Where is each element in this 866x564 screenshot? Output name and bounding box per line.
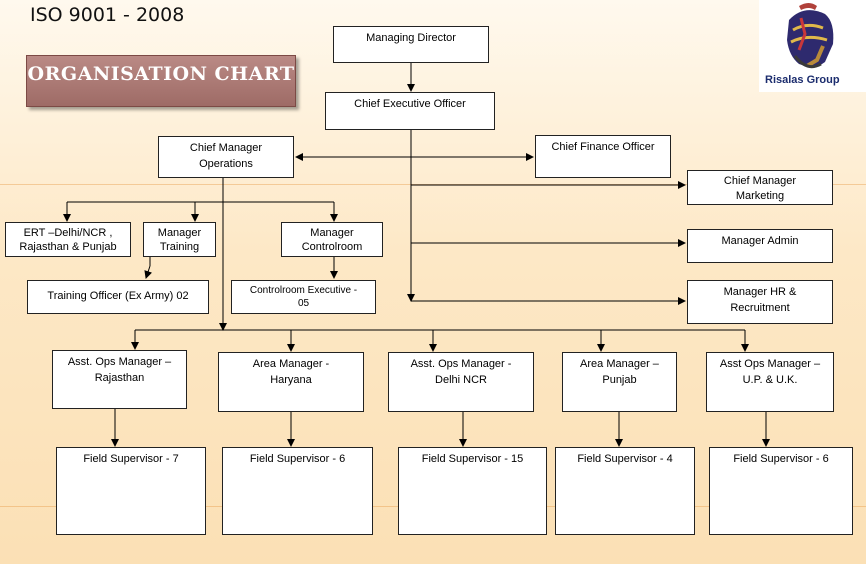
node-manager-hr: Manager HR & Recruitment	[687, 280, 833, 324]
node-label: Field Supervisor - 7	[83, 453, 179, 465]
node-managing-director: Managing Director	[333, 26, 489, 63]
node-label: Field Supervisor - 4	[577, 453, 673, 465]
node-label: Field Supervisor - 6	[249, 453, 346, 465]
node-label: Manager Controlroom	[301, 227, 363, 253]
node-ert: ERT –Delhi/NCR , Rajasthan & Punjab	[5, 222, 131, 257]
company-logo: Risalas Group	[759, 0, 866, 92]
node-manager-training: Manager Training	[143, 222, 216, 257]
node-manager-controlroom: Manager Controlroom	[281, 222, 383, 257]
helmet-logo-icon	[787, 3, 834, 69]
node-label: Manager HR & Recruitment	[723, 286, 797, 314]
iso-label: ISO 9001 - 2008	[30, 4, 185, 26]
node-controlroom-executive: Controlroom Executive - 05	[231, 280, 376, 314]
node-label: Managing Director	[366, 32, 456, 44]
node-label: Area Manager – Punjab	[580, 358, 659, 386]
node-area-manager-haryana: Area Manager - Haryana	[218, 352, 364, 412]
logo-brand-text: Risalas Group	[765, 74, 840, 86]
node-field-supervisor-delhi: Field Supervisor - 15	[398, 447, 547, 535]
node-label: Field Supervisor - 15	[421, 453, 524, 465]
node-field-supervisor-rajasthan: Field Supervisor - 7	[56, 447, 206, 535]
node-asst-ops-delhi: Asst. Ops Manager - Delhi NCR	[388, 352, 534, 412]
node-label: Area Manager - Haryana	[252, 358, 330, 386]
node-asst-ops-rajasthan: Asst. Ops Manager – Rajasthan	[52, 350, 187, 409]
node-label: Manager Admin	[721, 235, 799, 247]
node-cfo: Chief Finance Officer	[535, 135, 671, 178]
page-title: ORGANISATION CHART	[26, 55, 296, 107]
node-area-manager-punjab: Area Manager – Punjab	[562, 352, 677, 412]
node-label: Chief Finance Officer	[551, 141, 655, 153]
node-asst-ops-up-uk: Asst Ops Manager – U.P. & U.K.	[706, 352, 834, 412]
node-training-officer: Training Officer (Ex Army) 02	[27, 280, 209, 314]
node-label: Asst Ops Manager – U.P. & U.K.	[719, 358, 821, 386]
node-chief-manager-operations: Chief Manager Operations	[158, 136, 294, 178]
node-label: ERT –Delhi/NCR , Rajasthan & Punjab	[19, 227, 117, 253]
node-label: Field Supervisor - 6	[733, 453, 829, 465]
node-label: Chief Manager Operations	[189, 142, 263, 170]
node-field-supervisor-up-uk: Field Supervisor - 6	[709, 447, 853, 535]
node-field-supervisor-haryana: Field Supervisor - 6	[222, 447, 373, 535]
node-field-supervisor-punjab: Field Supervisor - 4	[555, 447, 695, 535]
node-label: Chief Executive Officer	[354, 98, 466, 110]
node-label: Chief Manager Marketing	[723, 175, 797, 202]
node-label: Training Officer (Ex Army) 02	[47, 290, 189, 302]
node-label: Asst. Ops Manager – Rajasthan	[67, 356, 172, 384]
node-chief-manager-marketing: Chief Manager Marketing	[687, 170, 833, 205]
node-manager-admin: Manager Admin	[687, 229, 833, 263]
node-label: Manager Training	[157, 227, 202, 253]
node-label: Controlroom Executive - 05	[249, 285, 358, 309]
node-label: Asst. Ops Manager - Delhi NCR	[410, 358, 512, 386]
node-ceo: Chief Executive Officer	[325, 92, 495, 130]
